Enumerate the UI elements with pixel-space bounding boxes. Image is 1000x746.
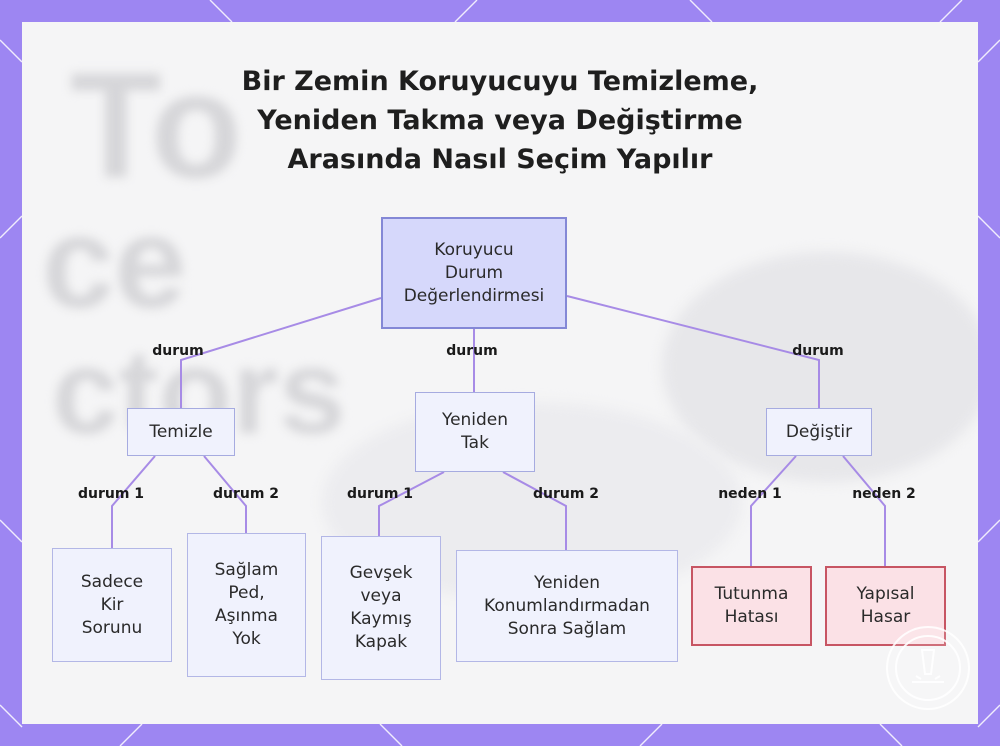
node-text: Kaymış xyxy=(350,608,411,631)
node-text: Gevşek xyxy=(350,562,413,585)
node-text: Konumlandırmadan xyxy=(484,595,650,618)
edge-label: durum 1 xyxy=(78,486,144,502)
node-text: Koruyucu xyxy=(434,239,513,262)
node-loose-cap: Gevşek veya Kaymış Kapak xyxy=(321,536,441,680)
edge-refit-solid xyxy=(503,472,566,550)
stamp-logo-icon xyxy=(886,626,970,710)
node-text: Yeniden xyxy=(442,409,508,432)
node-text: Aşınma xyxy=(215,605,278,628)
node-text: Sonra Sağlam xyxy=(508,618,626,641)
node-text: Hasar xyxy=(861,606,910,629)
edge-refit-loose xyxy=(379,472,444,536)
edge-root-replace xyxy=(567,296,819,408)
node-clean: Temizle xyxy=(127,408,235,456)
edge-label: neden 1 xyxy=(718,486,782,502)
node-text: Ped, xyxy=(228,582,264,605)
node-text: Sağlam xyxy=(215,559,279,582)
node-text: Değiştir xyxy=(786,421,852,444)
edge-root-clean xyxy=(181,298,381,408)
edge-label: durum 2 xyxy=(533,486,599,502)
node-text: veya xyxy=(361,585,402,608)
node-text: Değerlendirmesi xyxy=(404,285,545,308)
edge-clean-dirt xyxy=(112,456,155,548)
node-text: Kir xyxy=(101,594,124,617)
edge-replace-struct xyxy=(843,456,885,566)
node-refit: Yeniden Tak xyxy=(415,392,535,472)
node-text: Hatası xyxy=(725,606,779,629)
node-replace: Değiştir xyxy=(766,408,872,456)
edge-label: durum 1 xyxy=(347,486,413,502)
node-text: Yeniden xyxy=(534,572,600,595)
edge-label: durum xyxy=(152,343,203,359)
node-condition-assessment: Koruyucu Durum Değerlendirmesi xyxy=(381,217,567,329)
node-text: Yapısal xyxy=(857,583,915,606)
node-text: Yok xyxy=(232,628,260,651)
edge-label: durum xyxy=(792,343,843,359)
edge-label: neden 2 xyxy=(852,486,916,502)
node-text: Kapak xyxy=(355,631,407,654)
node-text: Sadece xyxy=(81,571,143,594)
node-text: Durum xyxy=(445,262,503,285)
edge-label: durum 2 xyxy=(213,486,279,502)
edge-replace-grip xyxy=(751,456,796,566)
node-text: Temizle xyxy=(149,421,212,444)
node-solid-after-reposition: Yeniden Konumlandırmadan Sonra Sağlam xyxy=(456,550,678,662)
edge-label: durum xyxy=(446,343,497,359)
node-text: Tutunma xyxy=(715,583,789,606)
node-text: Sorunu xyxy=(82,617,143,640)
node-grip-failure: Tutunma Hatası xyxy=(691,566,812,646)
node-intact-pad: Sağlam Ped, Aşınma Yok xyxy=(187,533,306,677)
node-dirt-only: Sadece Kir Sorunu xyxy=(52,548,172,662)
node-text: Tak xyxy=(461,432,489,455)
